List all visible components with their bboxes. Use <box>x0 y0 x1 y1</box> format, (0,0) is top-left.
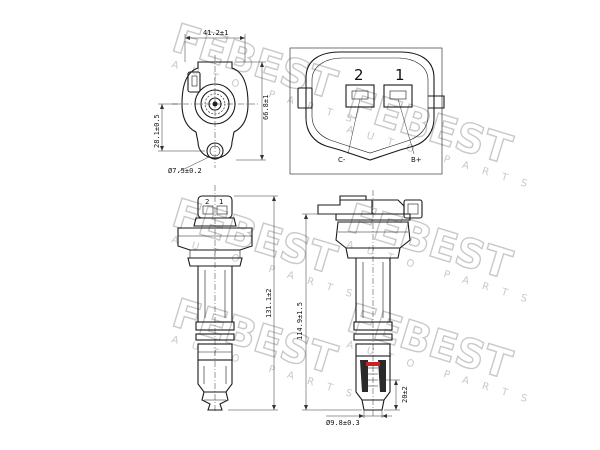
dim-overall-length: 131.1±2 <box>265 288 273 318</box>
top-view: 41.2±1 66.8±1 28.1±0.5 Ø7.5±0.2 <box>153 29 270 175</box>
pin-label-b-plus: B+ <box>411 156 422 164</box>
dim-bolt-hole: Ø7.5±0.2 <box>168 167 202 175</box>
front-pin-2: 2 <box>205 198 209 206</box>
pin-1-socket <box>383 84 413 108</box>
side-connector <box>403 199 423 219</box>
front-boot <box>197 360 233 393</box>
dim-top-height: 66.8±1 <box>262 95 270 120</box>
side-view: 114.9±1.5 20±2 Ø9.8±0.3 <box>296 190 423 427</box>
dim-top-width: 41.2±1 <box>203 29 228 37</box>
dim-tip-diameter: Ø9.8±0.3 <box>326 419 360 427</box>
dim-bolt-offset: 28.1±0.5 <box>153 114 161 148</box>
watermark-6: FEBEST AUTO PARTS <box>341 295 541 409</box>
pin-number-2: 2 <box>354 66 364 84</box>
pin-2-socket <box>345 84 375 108</box>
connector-detail: 2 1 C- B+ <box>289 47 445 175</box>
pin-label-c-minus: C- <box>338 156 346 164</box>
front-view: 2 1 131.1±2 <box>177 185 278 412</box>
pin-number-1: 1 <box>395 66 405 84</box>
watermark-2: FEBEST AUTO PARTS <box>341 80 541 194</box>
dim-length-to-flange: 114.9±1.5 <box>296 302 304 340</box>
side-boot <box>355 356 391 401</box>
front-pin-1: 1 <box>219 198 223 206</box>
detail-frame <box>289 47 443 175</box>
connector-housing <box>305 51 435 161</box>
dim-boot-length: 20±2 <box>401 386 409 403</box>
